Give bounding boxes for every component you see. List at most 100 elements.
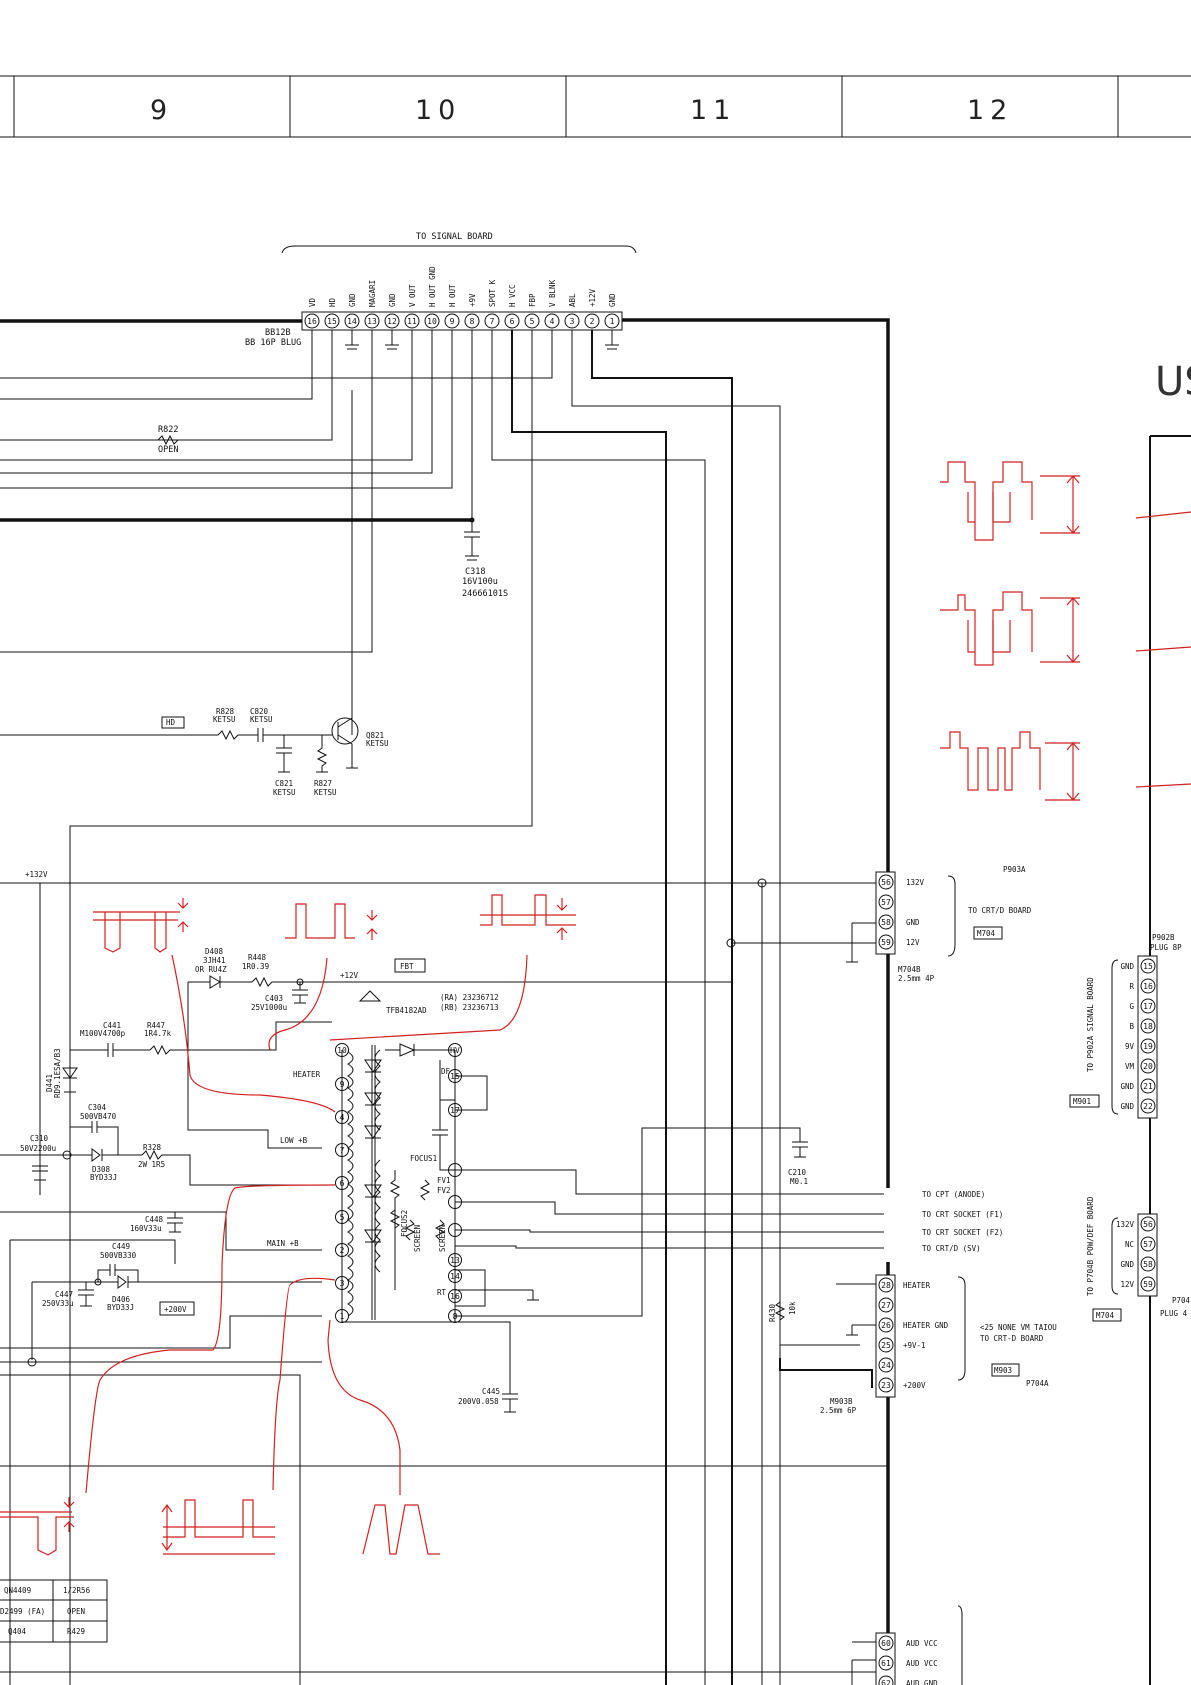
hd-tag: HD: [166, 718, 176, 727]
value-label: 160V33u: [130, 1224, 162, 1233]
connector-desc: PLUG 4: [1160, 1309, 1188, 1318]
pin-number: 27: [881, 1301, 891, 1310]
pin-label: AUD GND: [906, 1679, 938, 1685]
connector-desc: BB 16P BLUG: [245, 338, 301, 348]
pin-label: +12V: [588, 288, 597, 307]
df-label: DF: [441, 1067, 451, 1076]
connector-pin: [1140, 1236, 1156, 1252]
low-b-label: LOW +B: [280, 1136, 308, 1145]
pin-label: B: [1129, 1022, 1134, 1031]
output-label: TO CRT SOCKET (F1): [922, 1210, 1003, 1219]
pin-number: 57: [1143, 1240, 1153, 1249]
focus2-label: FOCUS2: [400, 1210, 409, 1237]
pin-number: 1: [610, 317, 615, 326]
connector-tag: M704: [977, 929, 996, 938]
pin-number: 61: [881, 1659, 891, 1668]
pin-number: 11: [407, 317, 417, 326]
pin-number: 17: [1143, 1002, 1153, 1011]
pin-label: GND: [388, 293, 397, 307]
pin-label: +200V: [903, 1381, 926, 1390]
zone-label: 10: [415, 95, 461, 126]
connector-pin: [1140, 958, 1156, 974]
waveform-2: [940, 591, 1191, 666]
pin-label: AUD VCC: [906, 1659, 938, 1668]
pin-number: 16: [1143, 982, 1153, 991]
waveform-3: [940, 731, 1191, 801]
connector-pin: [544, 313, 560, 329]
ref-label: R430: [768, 1303, 777, 1322]
pin-label: VD: [308, 297, 317, 307]
connector-dest: TO P704B POW/DEF BOARD: [1086, 1196, 1095, 1296]
waveform-4: [93, 898, 336, 1113]
connector-pin: [404, 313, 420, 329]
value-label: 1R0.39: [242, 962, 269, 971]
value-label: KETSU: [273, 788, 296, 797]
connector-pin: [564, 313, 580, 329]
pin-label: +9V-1: [903, 1341, 926, 1350]
connector-dest: TO P902A SIGNAL BOARD: [1086, 977, 1095, 1072]
pin-label: SPOT K: [488, 279, 497, 307]
table-cell: QN4409: [4, 1586, 31, 1595]
plus200v-tag: +200V: [164, 1305, 187, 1314]
ref-label: C310: [30, 1134, 49, 1143]
value-label: 500VB470: [80, 1112, 117, 1121]
connector-pin: [604, 313, 620, 329]
pin-number: 58: [881, 918, 891, 927]
table-cell: D2499 (FA): [0, 1607, 45, 1616]
output-label: TO CPT (ANODE): [922, 1190, 985, 1199]
connector-pin: [878, 1277, 894, 1293]
connector-pin: [444, 313, 460, 329]
edge-text: US: [1155, 359, 1191, 405]
connector-pin: [878, 1377, 894, 1393]
connector-pin: [1140, 1098, 1156, 1114]
ref-label: D408: [205, 947, 224, 956]
pin-number: 58: [1143, 1260, 1153, 1269]
pin-label: GND: [1120, 1082, 1134, 1091]
pin-number: 20: [1143, 1062, 1153, 1071]
zone-label: 12: [967, 95, 1013, 126]
pin-number: 2: [590, 317, 595, 326]
connector-ref: P903A: [1003, 865, 1026, 874]
connector-pin: [878, 1635, 894, 1651]
connector-pin: [324, 313, 340, 329]
ref-label: R447: [147, 1021, 165, 1030]
connector-pin: [878, 1297, 894, 1313]
connector-pin: [1140, 1058, 1156, 1074]
connector-pin: [384, 313, 400, 329]
ref-label: R448: [248, 953, 267, 962]
connector-pin: [878, 1357, 894, 1373]
c441-circuit: C441 M100V4700p R447 1R4.7k D441 RD9.1ES…: [45, 1021, 332, 1098]
value-label: 16V100u: [462, 577, 498, 587]
pin-label: H OUT: [448, 284, 457, 307]
pin-number: 59: [881, 938, 891, 947]
connector-dest: TO CRT/D BOARD: [968, 906, 1032, 915]
connector-tag: M901: [1073, 1097, 1091, 1106]
value-label: 50V2200u: [20, 1144, 56, 1153]
ref-label: R827: [314, 779, 332, 788]
pin-number: 59: [1143, 1280, 1153, 1289]
value-label: KETSU: [314, 788, 337, 797]
connector-pin: [878, 1655, 894, 1671]
rb-label: (RB) 23236713: [440, 1003, 499, 1012]
pin-number: 14: [347, 317, 357, 326]
ra-label: (RA) 23236712: [440, 993, 499, 1002]
m903-note: <25 NONE VM TAIOU: [980, 1323, 1057, 1332]
connector-desc: PLUG 8P: [1150, 943, 1182, 952]
connector-pin: [364, 313, 380, 329]
pin-label: 12V: [1120, 1280, 1134, 1289]
m903-ref: P704A: [1026, 1379, 1049, 1388]
plug-ref: M903B: [830, 1397, 853, 1406]
connector-pin: [484, 313, 500, 329]
pin-number: 3: [570, 317, 575, 326]
connector-pin: [1140, 1276, 1156, 1292]
waveform-6: [329, 894, 576, 1041]
connector-ref: P902B: [1152, 933, 1175, 942]
part-table: QN4409 1/2R56 D2499 (FA) OPEN Q404 R429: [0, 1579, 108, 1643]
waveform-8: [161, 1277, 336, 1555]
pin-number: 23: [881, 1381, 891, 1390]
screen-label: SCREEN: [413, 1225, 422, 1252]
main-b-label: MAIN +B: [267, 1239, 299, 1248]
connector-pin: [1140, 1256, 1156, 1272]
